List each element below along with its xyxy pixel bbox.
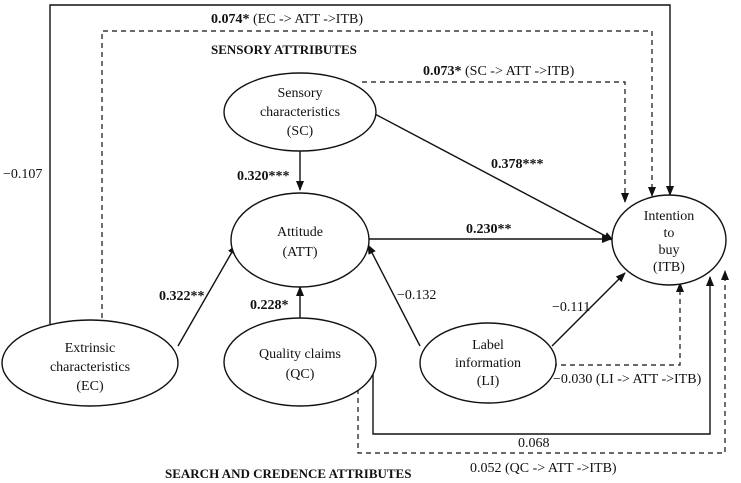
node-ec-line-1: Extrinsic (65, 341, 116, 356)
node-itb-line-3: buy (659, 243, 680, 258)
label-qc-itb: 0.068 (518, 436, 550, 451)
edge-ec-att-itb-indirect (101, 30, 656, 318)
edge-sc-att-itb-indirect (362, 81, 629, 203)
edge-li-att (367, 244, 421, 347)
node-li-line-1: Label (472, 338, 504, 353)
node-itb-line-2: to (664, 226, 675, 241)
label-ec-att-itb-coef: 0.074* (211, 12, 250, 27)
node-itb: Intention to buy (ITB) (611, 194, 727, 286)
node-li-line-2: information (455, 356, 521, 371)
node-li: Label information (LI) (419, 322, 557, 404)
edge-sc-itb (372, 112, 614, 241)
node-sc-line-2: characteristics (260, 105, 340, 120)
edge-ec-att (177, 244, 237, 347)
node-att-line-2: (ATT) (283, 245, 318, 260)
label-ec-att-itb-path: (EC -> ATT ->ITB) (250, 12, 364, 27)
node-sc-line-3: (SC) (287, 124, 314, 139)
node-ec: Extrinsic characteristics (EC) (1, 319, 179, 407)
label-att-itb: 0.230** (466, 222, 512, 237)
node-li-line-3: (LI) (477, 374, 500, 389)
heading-search-credence-attributes: SEARCH AND CREDENCE ATTRIBUTES (165, 466, 411, 481)
label-sc-itb: 0.378*** (491, 157, 544, 172)
label-qc-att: 0.228* (250, 298, 289, 313)
node-itb-line-4: (ITB) (653, 260, 685, 275)
node-att: Attitude (ATT) (230, 192, 370, 288)
label-sc-att-itb-coef: 0.073* (423, 64, 462, 79)
label-li-att: −0.132 (397, 288, 436, 303)
node-itb-line-1: Intention (644, 209, 695, 224)
node-qc: Quality claims (QC) (223, 317, 377, 407)
node-att-line-1: Attitude (277, 225, 323, 240)
label-li-att-itb: −0.030 (LI -> ATT ->ITB) (553, 372, 702, 387)
edge-li-att-itb-indirect (552, 282, 684, 366)
node-sc: Sensory characteristics (SC) (223, 72, 377, 152)
edge-li-itb (551, 272, 626, 347)
label-li-itb: −0.111 (552, 300, 590, 315)
label-ec-att: 0.322** (159, 289, 205, 304)
label-sc-att: 0.320*** (237, 169, 290, 184)
edge-qc-itb-direct (372, 276, 714, 435)
label-sc-att-itb: 0.073* (SC -> ATT ->ITB) (423, 64, 575, 79)
node-qc-line-2: (QC) (286, 367, 315, 382)
node-ec-line-2: characteristics (50, 360, 130, 375)
edge-ec-itb-direct (49, 4, 674, 330)
label-sc-att-itb-path: (SC -> ATT ->ITB) (462, 64, 575, 79)
node-ec-line-3: (EC) (76, 379, 104, 394)
edge-qc-att-itb-indirect (357, 270, 729, 454)
label-ec-itb-direct: −0.107 (3, 167, 42, 182)
node-qc-line-1: Quality claims (259, 347, 341, 362)
node-sc-line-1: Sensory (277, 86, 322, 101)
heading-sensory-attributes: SENSORY ATTRIBUTES (211, 42, 357, 57)
label-ec-att-itb: 0.074* (EC -> ATT ->ITB) (211, 12, 363, 27)
label-qc-att-itb: 0.052 (QC -> ATT ->ITB) (470, 461, 617, 476)
